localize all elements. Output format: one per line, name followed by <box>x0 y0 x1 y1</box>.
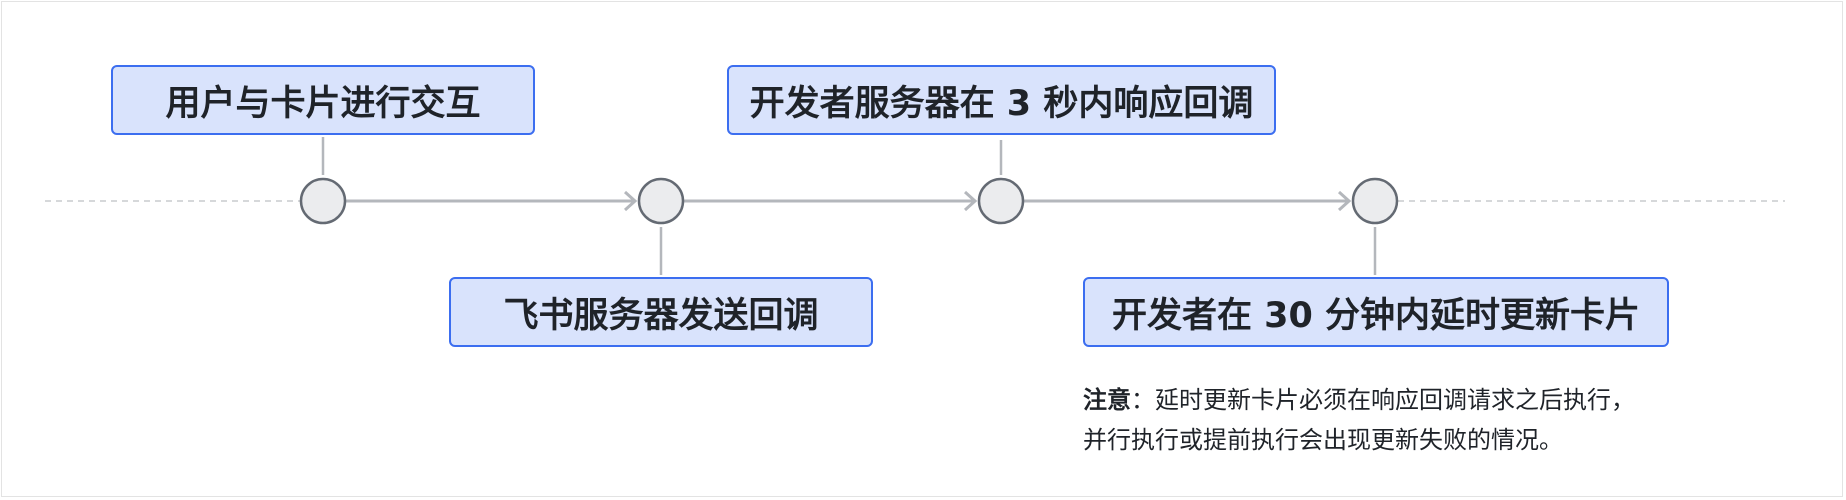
arrowhead-1-2 <box>623 190 638 212</box>
note-separator: ： <box>1131 386 1155 414</box>
step-3-label: 开发者服务器在 3 秒内响应回调 <box>749 83 1254 124</box>
timeline-node-1 <box>299 177 347 225</box>
note-line-1-text: 延时更新卡片必须在响应回调请求之后执行， <box>1155 386 1635 414</box>
note-line-2: 并行执行或提前执行会出现更新失败的情况。 <box>1083 426 1563 454</box>
arrowhead-3-4 <box>1337 190 1352 212</box>
note-label: 注意 <box>1083 386 1131 414</box>
note-line-1: 注意：延时更新卡片必须在响应回调请求之后执行， <box>1083 380 1723 420</box>
step-2-label: 飞书服务器发送回调 <box>503 295 819 336</box>
timeline-node-3 <box>977 177 1025 225</box>
timeline-node-2 <box>637 177 685 225</box>
step-1-label: 用户与卡片进行交互 <box>165 83 481 124</box>
step-4-box: 开发者在 30 分钟内延时更新卡片 <box>1083 277 1669 347</box>
arrowhead-2-3 <box>963 190 978 212</box>
step-1-box: 用户与卡片进行交互 <box>111 65 535 135</box>
step-3-box: 开发者服务器在 3 秒内响应回调 <box>727 65 1276 135</box>
timeline-node-4 <box>1351 177 1399 225</box>
note-text: 注意：延时更新卡片必须在响应回调请求之后执行， 并行执行或提前执行会出现更新失败… <box>1083 380 1723 460</box>
step-2-box: 飞书服务器发送回调 <box>449 277 873 347</box>
step-4-label: 开发者在 30 分钟内延时更新卡片 <box>1111 295 1641 336</box>
